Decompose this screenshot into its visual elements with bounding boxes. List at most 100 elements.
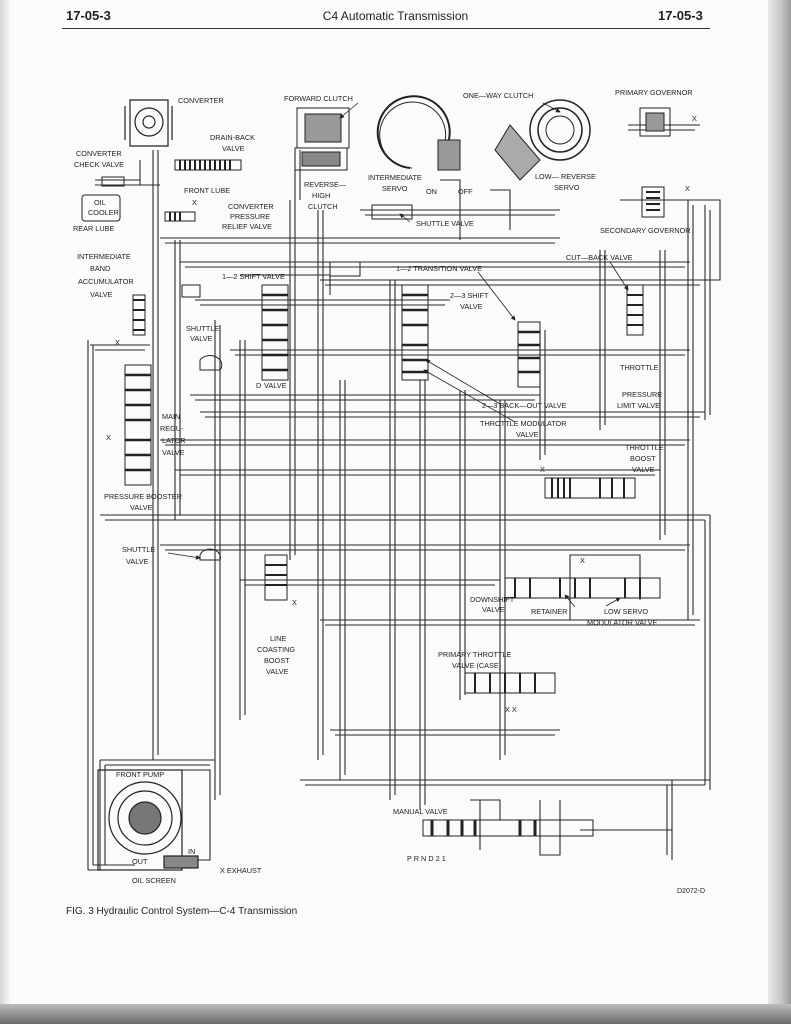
label-oil: OIL xyxy=(94,198,106,207)
label-pressure-limit-2: LIMIT VALVE xyxy=(617,401,660,410)
label-int-band-3: ACCUMULATOR xyxy=(78,277,134,286)
drain-back-valve xyxy=(174,159,242,171)
label-clutch: CLUTCH xyxy=(308,202,338,211)
scan-bottom-edge xyxy=(0,1004,791,1024)
label-out: OUT xyxy=(132,857,148,866)
page-binding-shadow xyxy=(0,0,10,1024)
component-labels: CONVERTER FORWARD CLUTCH ONE—WAY CLUTCH … xyxy=(73,88,697,885)
label-front-pump: FRONT PUMP xyxy=(116,770,164,779)
label-front-lube: FRONT LUBE xyxy=(184,186,230,195)
label-pressure-booster-2: VALVE xyxy=(130,503,153,512)
label-x-secgov: X xyxy=(685,184,690,193)
label-primary-governor: PRIMARY GOVERNOR xyxy=(615,88,693,97)
label-shuttle-valve-top: SHUTTLE VALVE xyxy=(416,219,474,228)
label-main-2: REGU- xyxy=(160,424,184,433)
running-title: C4 Automatic Transmission xyxy=(322,9,469,23)
converter xyxy=(124,99,173,147)
label-cooler: COOLER xyxy=(88,208,119,217)
label-oil-screen: OIL SCREEN xyxy=(132,876,176,885)
label-d: D xyxy=(256,381,261,390)
label-low-reverse-servo: SERVO xyxy=(554,183,580,192)
label-pressure-limit-1: PRESSURE xyxy=(622,390,662,399)
label-primary-throttle-2: VALVE (CASE) xyxy=(452,661,501,670)
page-number-left: 17-05-3 xyxy=(66,8,111,23)
label-check-valve: CHECK VALVE xyxy=(74,160,124,169)
one-way-clutch xyxy=(494,99,591,181)
label-primary-throttle-1: PRIMARY THROTTLE xyxy=(438,650,512,659)
intermediate-servo xyxy=(376,95,461,171)
label-drain-back-valve: VALVE xyxy=(222,144,245,153)
label-d-valve: VALVE xyxy=(264,381,287,390)
label-x-downshift: X xyxy=(580,556,585,565)
label-off: OFF xyxy=(458,187,473,196)
label-exhaust: X EXHAUST xyxy=(220,866,262,875)
label-x-coast: X xyxy=(292,598,297,607)
label-main-1: MAIN xyxy=(162,412,180,421)
leader-lines xyxy=(167,102,629,608)
hydraulic-lines xyxy=(87,124,721,871)
label-pressure: PRESSURE xyxy=(230,212,270,221)
label-throttle-mod-1: THROTTLE MODULATOR xyxy=(480,419,567,428)
label-cut-back: CUT—BACK VALVE xyxy=(566,253,633,262)
label-main-4: VALVE xyxy=(162,448,185,457)
label-int-band-2: BAND xyxy=(90,264,110,273)
label-low-servo-1: LOW SERVO xyxy=(604,607,648,616)
front-pump xyxy=(97,769,199,871)
label-shuttle-left-2: VALVE xyxy=(190,334,213,343)
label-throttle-boost-3: VALVE xyxy=(632,465,655,474)
label-converter-check: CONVERTER xyxy=(76,149,122,158)
label-line-coasting-2: COASTING xyxy=(257,645,295,654)
label-line-coasting-3: BOOST xyxy=(264,656,290,665)
label-low-servo-2: MODULATOR VALVE xyxy=(587,618,658,627)
forward-clutch xyxy=(294,107,350,171)
label-secondary-governor: SECONDARY GOVERNOR xyxy=(600,226,691,235)
label-on: ON xyxy=(426,187,437,196)
label-in: IN xyxy=(188,847,195,856)
label-reverse-high: REVERSE— xyxy=(304,180,347,189)
label-shuttle-mid-2: VALVE xyxy=(126,557,149,566)
label-drain-back: DRAIN-BACK xyxy=(210,133,255,142)
label-int-band-4: VALVE xyxy=(90,290,113,299)
label-throttle: THROTTLE xyxy=(620,363,659,372)
label-backout-23: 2—3 BACK—OUT VALVE xyxy=(482,401,566,410)
figure-caption: FIG. 3 Hydraulic Control System—C-4 Tran… xyxy=(66,906,298,917)
valve-bodies xyxy=(124,204,661,837)
label-shift-23: 2—3 SHIFT xyxy=(450,291,489,300)
label-line-coasting-1: LINE xyxy=(270,634,286,643)
label-one-way-clutch: ONE—WAY CLUTCH xyxy=(463,91,533,100)
label-int-band-1: INTERMEDIATE xyxy=(77,252,131,261)
label-converter: CONVERTER xyxy=(178,96,224,105)
label-downshift-2: VALVE xyxy=(482,605,505,614)
label-intermediate: INTERMEDIATE xyxy=(368,173,422,182)
page-edge-shadow xyxy=(768,0,791,1024)
label-servo: SERVO xyxy=(382,184,408,193)
label-prnd: P R N D 2 1 xyxy=(407,854,446,863)
page-number-right: 17-05-3 xyxy=(658,8,703,23)
label-throttle-boost-1: THROTTLE xyxy=(625,443,664,452)
label-converter-2: CONVERTER xyxy=(228,202,274,211)
label-downshift-1: DOWNSHIFT xyxy=(470,595,515,604)
label-rear-lube: REAR LUBE xyxy=(73,224,114,233)
label-throttle-mod-2: VALVE xyxy=(516,430,539,439)
label-shuttle-mid-1: SHUTTLE xyxy=(122,545,155,554)
label-low-reverse: LOW— REVERSE xyxy=(535,172,596,181)
label-shift-23-valve: VALVE xyxy=(460,302,483,311)
label-main-3: LATOR xyxy=(162,436,186,445)
label-line-coasting-4: VALVE xyxy=(266,667,289,676)
header-rule xyxy=(62,28,710,29)
label-x-boost: X xyxy=(540,465,545,474)
label-transition-12: 1—2 TRANSITION VALVE xyxy=(396,264,482,273)
label-retainer: RETAINER xyxy=(531,607,567,616)
secondary-governor xyxy=(641,186,665,218)
label-forward-clutch: FORWARD CLUTCH xyxy=(284,94,353,103)
converter-pressure-relief-valve xyxy=(164,211,196,222)
figure-code: D2072-D xyxy=(677,888,706,895)
label-manual-valve: MANUAL VALVE xyxy=(393,807,448,816)
oil-cooler xyxy=(81,176,125,222)
primary-governor xyxy=(639,107,671,137)
label-x-relief: X xyxy=(192,198,197,207)
label-x-accum: X xyxy=(115,338,120,347)
label-xx-throttle: X X xyxy=(505,705,517,714)
label-throttle-boost-2: BOOST xyxy=(630,454,656,463)
